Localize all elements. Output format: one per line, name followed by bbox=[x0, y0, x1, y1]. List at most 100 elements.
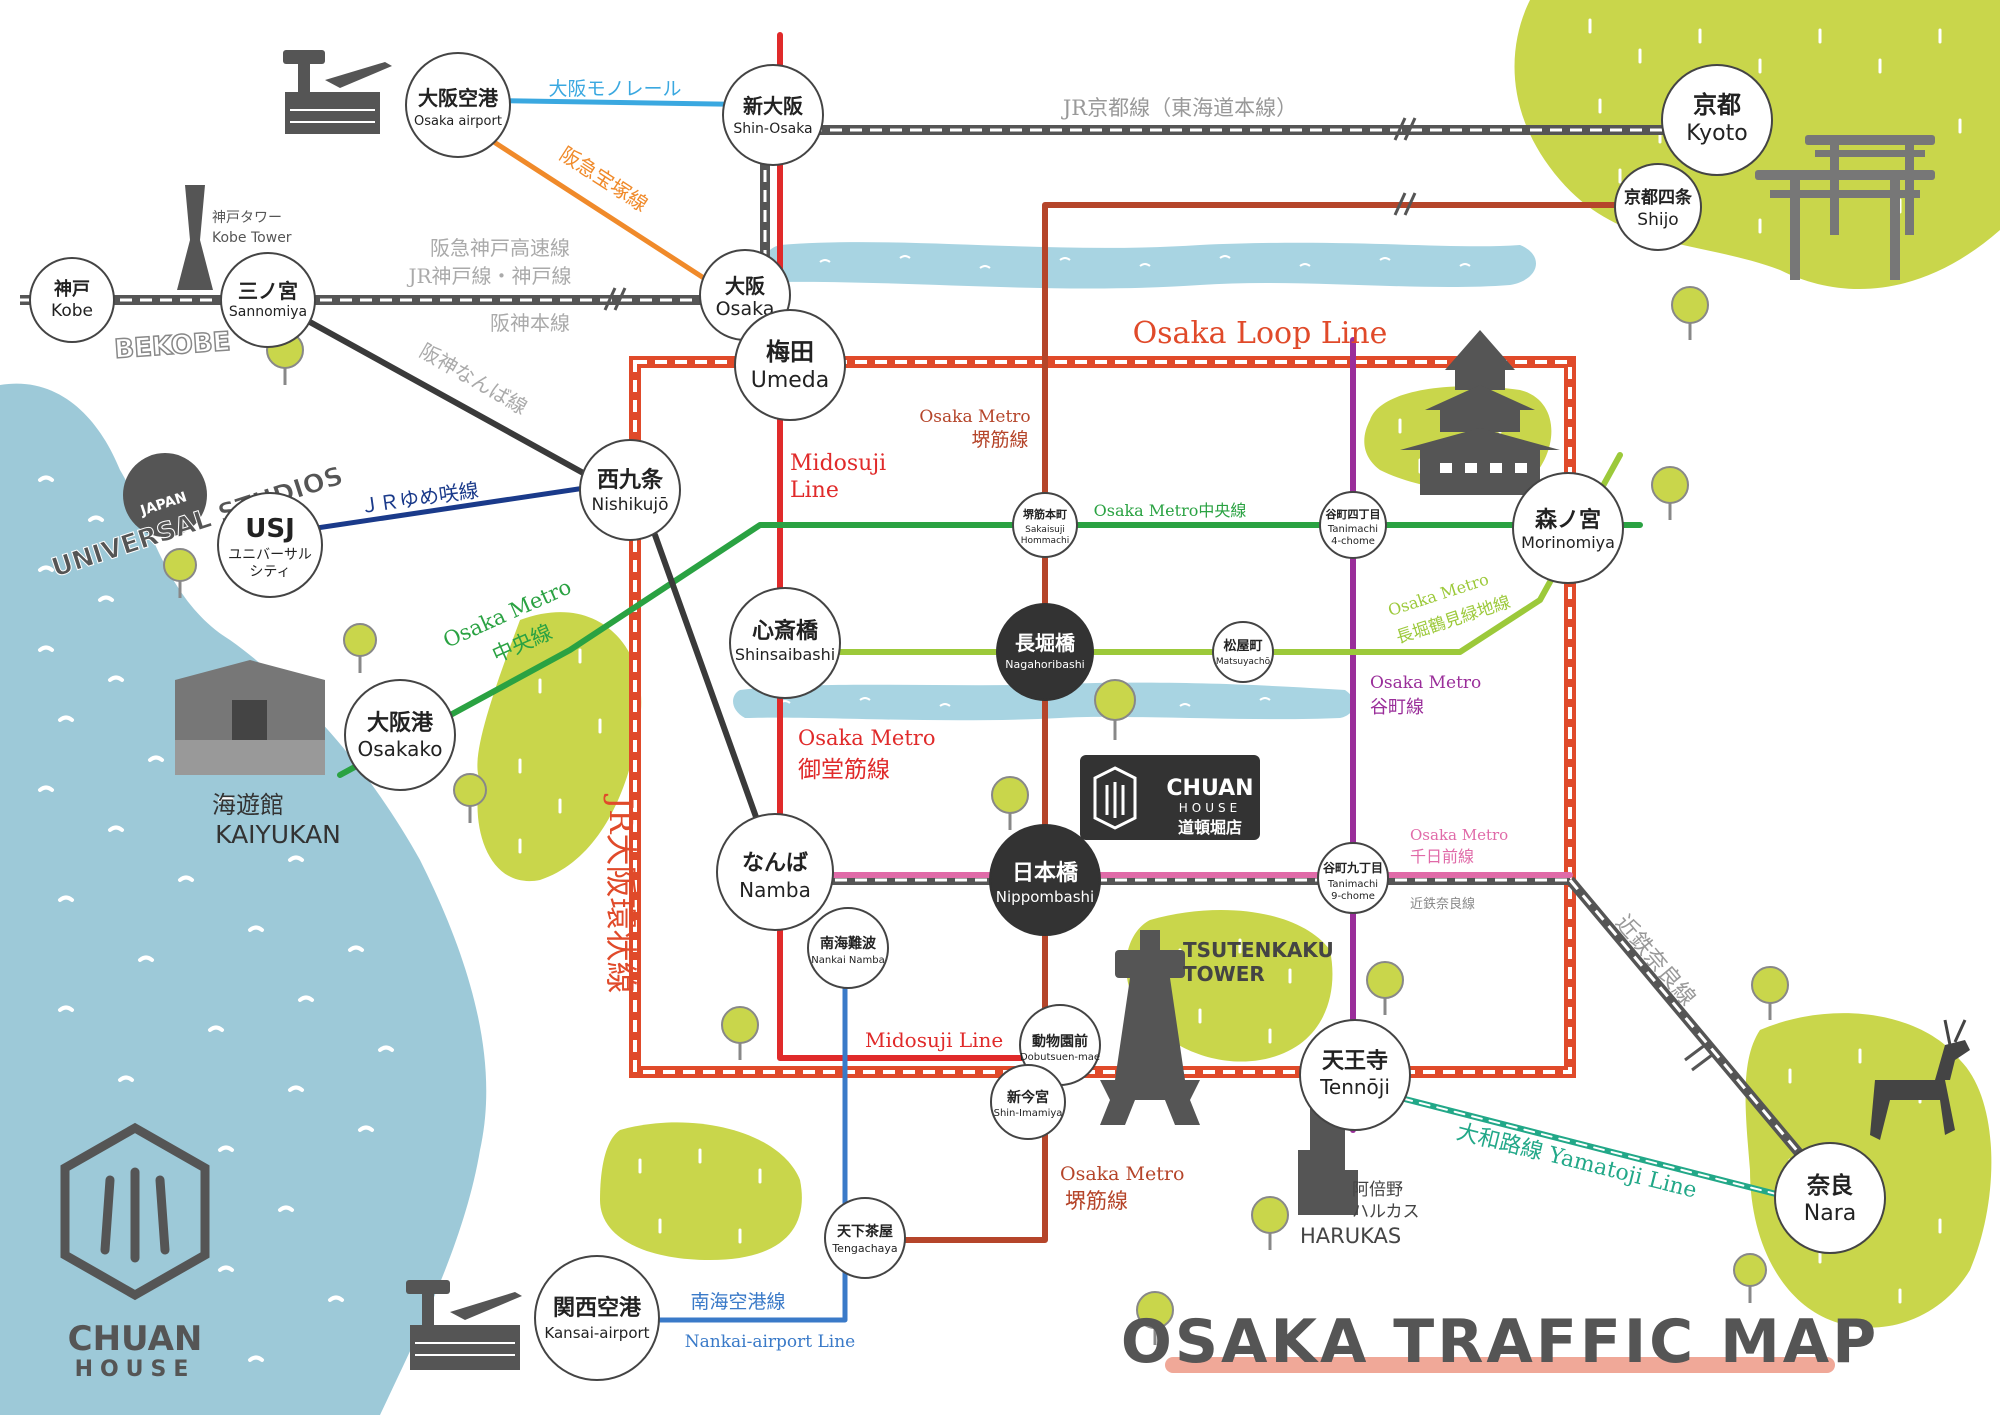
label-sennichimae-jp: 千日前線 bbox=[1410, 847, 1474, 866]
label-midosuji-mid-jp: 御堂筋線 bbox=[798, 757, 890, 783]
station-nagahoribashi[interactable]: 長堀橋 Nagahoribashi bbox=[996, 603, 1094, 701]
svg-text:Umeda: Umeda bbox=[751, 368, 830, 393]
station-kobe[interactable]: 神戸 Kobe bbox=[29, 257, 115, 343]
label-tanimachi-en: Osaka Metro bbox=[1370, 673, 1481, 693]
station-umeda[interactable]: 梅田 Umeda bbox=[734, 309, 846, 421]
label-nankai-en: Nankai-airport Line bbox=[685, 1332, 856, 1352]
svg-text:Namba: Namba bbox=[739, 878, 811, 902]
station-tanimachi-4[interactable]: 谷町四丁目 Tanimachi 4-chome bbox=[1319, 491, 1387, 559]
station-shijo[interactable]: 京都四条 Shijo bbox=[1614, 163, 1702, 251]
station-matsuyacho[interactable]: 松屋町 Matsuyachō bbox=[1212, 621, 1274, 683]
station-tennoji[interactable]: 天王寺 Tennōji bbox=[1299, 1019, 1411, 1131]
trees bbox=[163, 286, 1789, 1345]
svg-text:Nagahoribashi: Nagahoribashi bbox=[1005, 658, 1084, 671]
svg-text:なんば: なんば bbox=[742, 851, 808, 876]
svg-text:Shijo: Shijo bbox=[1637, 210, 1678, 230]
svg-text:京都: 京都 bbox=[1693, 91, 1741, 119]
svg-text:9-chome: 9-chome bbox=[1331, 891, 1375, 902]
station-sannomiya[interactable]: 三ノ宮 Sannomiya bbox=[220, 252, 316, 348]
svg-text:大阪: 大阪 bbox=[725, 274, 766, 298]
station-osakako[interactable]: 大阪港 Osakako bbox=[344, 679, 456, 791]
yamatoji-line-dash bbox=[1349, 1084, 1781, 1196]
station-usj[interactable]: USJ ユニバーサル シティ bbox=[217, 492, 323, 598]
station-nankai-namba[interactable]: 南海難波 Nankai Namba bbox=[807, 907, 889, 989]
svg-text:Matsuyachō: Matsuyachō bbox=[1216, 657, 1271, 667]
kobe-tower-en: Kobe Tower bbox=[212, 230, 292, 246]
kobe-tower-jp: 神戸タワー bbox=[212, 210, 282, 226]
label-jr-kobe: JR神戸線・神戸線 bbox=[406, 264, 571, 288]
station-shinsaibashi[interactable]: 心斎橋 Shinsaibashi bbox=[729, 587, 841, 699]
svg-text:Nankai Namba: Nankai Namba bbox=[811, 955, 884, 966]
label-hanshin-namba: 阪神なんば線 bbox=[416, 339, 532, 420]
station-kyoto[interactable]: 京都 Kyoto bbox=[1661, 64, 1773, 176]
line-breaks bbox=[603, 117, 1713, 1072]
label-sakaisuji-top-jp: 堺筋線 bbox=[971, 429, 1028, 451]
abeno-text-2: ハルカス bbox=[1352, 1202, 1420, 1222]
label-kintetsu-small: 近鉄奈良線 bbox=[1410, 896, 1475, 912]
station-nishikujo[interactable]: 西九条 Nishikujō bbox=[579, 439, 681, 541]
svg-text:大阪港: 大阪港 bbox=[367, 711, 434, 736]
svg-text:Kyoto: Kyoto bbox=[1686, 121, 1747, 146]
airport-icon bbox=[406, 1280, 522, 1370]
svg-text:動物園前: 動物園前 bbox=[1032, 1033, 1088, 1050]
badge-branch: 道頓堀店 bbox=[1178, 818, 1242, 837]
label-sennichimae-en: Osaka Metro bbox=[1410, 826, 1508, 844]
label-hanshin-main: 阪神本線 bbox=[490, 311, 570, 335]
kaiyukan-en: KAIYUKAN bbox=[215, 820, 341, 849]
airport-icon bbox=[283, 50, 392, 134]
label-tanimachi-jp: 谷町線 bbox=[1370, 697, 1424, 718]
svg-text:谷町九丁目: 谷町九丁目 bbox=[1323, 860, 1383, 875]
waves bbox=[38, 475, 394, 1362]
page-title: OSAKA TRAFFIC MAP bbox=[1121, 1307, 1879, 1377]
label-hankyu-takarazuka: 阪急宝塚線 bbox=[555, 142, 652, 217]
station-dobutsuen-mae[interactable]: 動物園前 Dobutsuen-mae bbox=[1019, 1004, 1101, 1086]
label-kintetsu-big: 近鉄奈良線 bbox=[1610, 911, 1700, 1011]
svg-text:新今宮: 新今宮 bbox=[1007, 1089, 1049, 1106]
svg-text:日本橋: 日本橋 bbox=[1012, 861, 1079, 886]
logo-name: CHUAN bbox=[68, 1319, 203, 1359]
label-loop-en: Osaka Loop Line bbox=[1133, 316, 1388, 351]
svg-text:Tengachaya: Tengachaya bbox=[831, 1242, 897, 1255]
station-nippombashi[interactable]: 日本橋 Nippombashi bbox=[989, 824, 1101, 936]
station-shin-imamiya[interactable]: 新今宮 Shin-Imamiya bbox=[990, 1064, 1066, 1140]
kyoto-torii-icon bbox=[1755, 135, 1935, 280]
kobe-tower-icon bbox=[177, 185, 213, 290]
label-monorail: 大阪モノレール bbox=[548, 78, 681, 100]
svg-text:ユニバーサル: ユニバーサル bbox=[228, 547, 312, 563]
chuan-house-badge[interactable]: CHUAN HOUSE 道頓堀店 bbox=[1080, 755, 1260, 840]
label-sakaisuji-bottom-jp: 堺筋線 bbox=[1065, 1189, 1128, 1213]
svg-text:Morinomiya: Morinomiya bbox=[1521, 533, 1615, 552]
svg-text:Osaka: Osaka bbox=[716, 298, 775, 320]
svg-text:シティ: シティ bbox=[249, 564, 290, 580]
svg-text:Shin-Imamiya: Shin-Imamiya bbox=[994, 1108, 1063, 1119]
hankyu-takarazuka-line bbox=[457, 117, 733, 298]
label-chuo-right: Osaka Metro中央線 bbox=[1094, 501, 1247, 520]
station-namba[interactable]: なんば Namba bbox=[716, 813, 834, 931]
svg-text:Kobe: Kobe bbox=[51, 301, 93, 321]
label-sakaisuji-bottom-en: Osaka Metro bbox=[1060, 1163, 1184, 1185]
svg-text:心斎橋: 心斎橋 bbox=[752, 618, 819, 644]
station-tanimachi-9[interactable]: 谷町九丁目 Tanimachi 9-chome bbox=[1317, 842, 1389, 914]
svg-text:西九条: 西九条 bbox=[597, 467, 664, 493]
station-kansai-airport[interactable]: 関西空港 Kansai-airport bbox=[534, 1255, 660, 1381]
svg-text:神戸: 神戸 bbox=[54, 278, 90, 300]
station-tengachaya[interactable]: 天下茶屋 Tengachaya bbox=[824, 1197, 906, 1279]
kaiyukan-jp: 海遊館 bbox=[212, 791, 284, 819]
logo-sub: HOUSE bbox=[75, 1357, 196, 1382]
station-morinomiya[interactable]: 森ノ宮 Morinomiya bbox=[1512, 472, 1624, 584]
osaka-loop-line bbox=[629, 356, 1576, 1078]
svg-text:Nishikujō: Nishikujō bbox=[591, 495, 668, 515]
svg-text:天王寺: 天王寺 bbox=[1322, 1049, 1388, 1074]
bekobe-text: BEKOBE bbox=[113, 327, 231, 365]
station-sakaisuji-hommachi[interactable]: 堺筋本町 Sakaisuji Hommachi bbox=[1012, 492, 1078, 558]
svg-text:南海難波: 南海難波 bbox=[820, 935, 877, 952]
station-nara[interactable]: 奈良 Nara bbox=[1774, 1142, 1886, 1254]
label-yamatoji: 大和路線 Yamatoji Line bbox=[1454, 1120, 1699, 1204]
stations[interactable]: 大阪空港 Osaka airport 新大阪 Shin-Osaka 京都 Kyo… bbox=[29, 52, 1886, 1381]
svg-text:天下茶屋: 天下茶屋 bbox=[837, 1223, 893, 1240]
svg-text:谷町四丁目: 谷町四丁目 bbox=[1326, 507, 1381, 521]
svg-text:Dobutsuen-mae: Dobutsuen-mae bbox=[1020, 1052, 1100, 1063]
station-shin-osaka[interactable]: 新大阪 Shin-Osaka bbox=[722, 64, 824, 166]
station-osaka-airport[interactable]: 大阪空港 Osaka airport bbox=[405, 52, 511, 158]
